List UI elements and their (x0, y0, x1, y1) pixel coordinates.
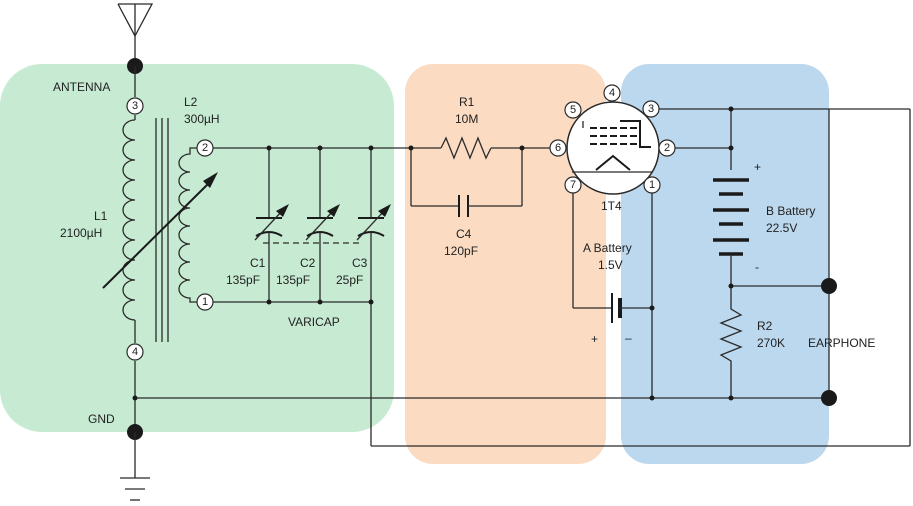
l2-value: 300µH (184, 112, 220, 126)
a-battery-value: 1.5V (598, 258, 623, 272)
b-battery-name: B Battery (766, 204, 815, 218)
l2-coil (178, 147, 205, 303)
r1-name: R1 (459, 95, 475, 109)
capacitor-c4 (410, 148, 523, 217)
ground-icon (120, 432, 150, 501)
a-battery (611, 293, 622, 323)
output-region (621, 64, 829, 464)
c4-name: C4 (456, 227, 472, 241)
tube-pin-7: 7 (564, 176, 582, 194)
pin-number: 6 (555, 142, 561, 154)
a-battery-name: A Battery (583, 241, 632, 255)
r2-name: R2 (757, 319, 773, 333)
pin-l1-4: 4 (126, 343, 144, 361)
pin-number: 3 (648, 103, 654, 115)
antenna-label: ANTENNA (53, 80, 110, 94)
c3-value: 25pF (336, 273, 363, 287)
b-battery-plus: + (754, 160, 761, 174)
earphone-terminal-bottom[interactable] (821, 390, 837, 406)
b-battery-value: 22.5V (766, 221, 797, 235)
pin-number: 5 (570, 104, 576, 116)
antenna-icon (117, 3, 154, 66)
c3-name: C3 (352, 256, 368, 270)
pin-l2-2: 2 (196, 139, 214, 157)
resistor-r1 (440, 136, 492, 160)
pin-number: 4 (132, 346, 138, 358)
c1-name: C1 (250, 256, 266, 270)
l1-coil (122, 119, 136, 321)
tube-pin-3: 3 (642, 100, 660, 118)
varicap-label: VARICAP (288, 315, 340, 329)
l2-name: L2 (184, 95, 198, 109)
gnd-label: GND (88, 412, 115, 426)
pin-number: 1 (649, 179, 655, 191)
a-battery-plus: + (591, 332, 598, 346)
c2-name: C2 (300, 256, 316, 270)
tube-pin-6: 6 (549, 139, 567, 157)
capacitor-c3 (356, 148, 391, 446)
b-battery-minus: - (755, 260, 759, 274)
pin-number: 2 (664, 142, 670, 154)
c2-value: 135pF (276, 273, 310, 287)
pin-number: 7 (570, 179, 576, 191)
b-battery (713, 178, 749, 256)
resistor-r2 (719, 302, 743, 398)
earphone-terminal-top[interactable] (821, 278, 837, 294)
l1-value: 2100µH (60, 226, 102, 240)
pin-number: 3 (132, 100, 138, 112)
pin-l1-3: 3 (126, 97, 144, 115)
variable-tuning-arrow (102, 172, 218, 289)
pin-l2-1: 1 (196, 293, 214, 311)
tube-pin-2: 2 (658, 139, 676, 157)
r1-value: 10M (455, 112, 478, 126)
tube-pin-5: 5 (564, 101, 582, 119)
tube-pin-1: 1 (643, 176, 661, 194)
tuning-region (0, 64, 394, 432)
c4-value: 120pF (444, 244, 478, 258)
tube-label: 1T4 (601, 199, 622, 213)
c1-value: 135pF (226, 273, 260, 287)
detector-region (405, 64, 606, 464)
pin-number: 2 (202, 142, 208, 154)
junction-dots (132, 106, 734, 401)
l1-name: L1 (94, 209, 108, 223)
pin-number: 1 (202, 296, 208, 308)
pin-number: 4 (609, 87, 615, 99)
earphone-label: EARPHONE (808, 336, 875, 350)
tube-pin-4: 4 (603, 84, 621, 102)
capacitor-c2 (305, 148, 340, 302)
a-battery-minus: – (625, 331, 632, 345)
r2-value: 270K (757, 336, 785, 350)
